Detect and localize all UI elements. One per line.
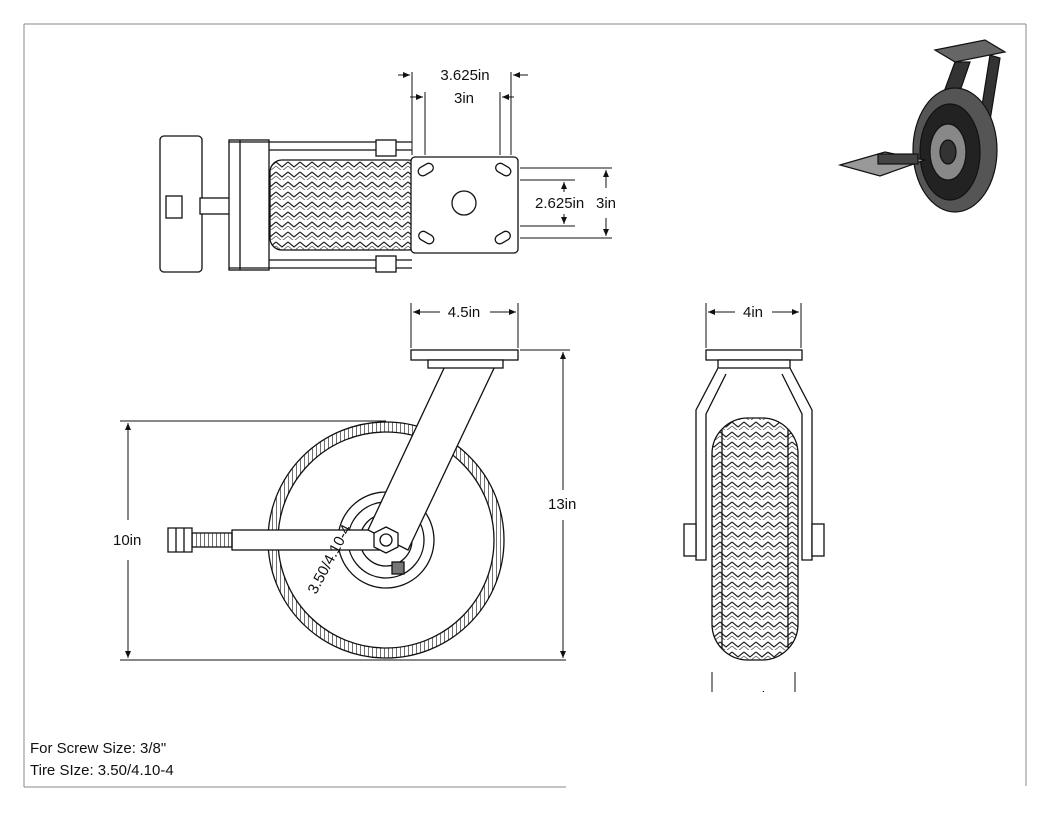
side-view — [167, 349, 519, 659]
note-screw-size: For Screw Size: 3/8" — [30, 740, 167, 757]
top-dimensions — [398, 72, 612, 239]
valve-stem — [391, 561, 405, 575]
dim-plate-inner: 2.625in — [535, 195, 584, 212]
top-plate-front — [705, 349, 803, 361]
fork-leg-right — [781, 367, 813, 561]
brake-pedal-side — [167, 527, 193, 553]
fork-leg-left — [695, 367, 727, 561]
iso-top-plate — [933, 39, 1007, 63]
sheet-border — [23, 23, 1027, 788]
axle-nut-right — [811, 523, 825, 557]
note-tire-size: Tire SIze: 3.50/4.10-4 — [30, 762, 174, 779]
dim-wheel-diameter: 10in — [113, 532, 141, 549]
side-dimensions — [120, 303, 570, 661]
top-plate-side — [410, 349, 519, 361]
dim-overall-height: 13in — [548, 496, 576, 513]
axle-bolt-top — [375, 139, 397, 157]
clip-mask — [700, 692, 810, 722]
dim-plate-outer: 3in — [596, 195, 616, 212]
front-dimensions — [705, 303, 802, 695]
brake-thread-side — [189, 532, 233, 548]
slot-hole — [418, 230, 435, 245]
slot-hole — [417, 162, 434, 177]
axle-nut-left — [683, 523, 697, 557]
tire-front — [711, 417, 799, 661]
dim-plate-width-side: 4.5in — [448, 304, 481, 321]
slot-hole — [494, 230, 511, 245]
axle-bolt-bottom — [375, 255, 397, 273]
brake-arm — [231, 529, 383, 551]
fork-bracket — [228, 139, 270, 271]
dim-mount-inner: 3in — [454, 90, 474, 107]
front-view — [683, 349, 825, 661]
tire-top — [269, 159, 421, 251]
dim-plate-width-front: 4in — [743, 304, 763, 321]
slot-hole — [495, 162, 512, 177]
dim-mount-outer: 3.625in — [440, 67, 489, 84]
top-view — [159, 135, 519, 273]
isometric-view — [837, 39, 1007, 213]
kingpin-hole — [451, 190, 477, 216]
mounting-plate — [410, 156, 519, 254]
